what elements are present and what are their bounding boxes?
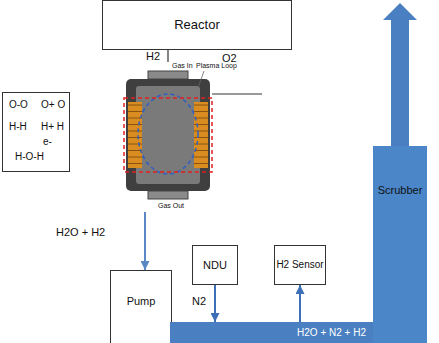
exhaust-pipe: H2O + N2 + H2 — [170, 322, 374, 343]
species-box-text: O+ O — [41, 99, 65, 110]
scrubber-box-text: Scrubber — [378, 184, 423, 197]
reactor-box: Reactor — [102, 0, 292, 50]
plasma-device: Gas InPlasma LoopGas Out — [118, 62, 218, 212]
species-box: O-O O+ O H-H H+ H e- H-O-H — [2, 92, 70, 172]
exhaust-pipe-text: H2O + N2 + H2 — [297, 327, 366, 339]
flow-label: N2 — [192, 295, 206, 307]
flow-connector — [144, 212, 146, 270]
flow-label: H2O + H2 — [56, 226, 105, 238]
scrubber-box: Scrubber — [373, 146, 428, 343]
flow-connector — [299, 285, 301, 322]
flow-connector — [214, 285, 216, 322]
gas-label: O2 — [222, 52, 237, 64]
species-box-text: e- — [43, 136, 52, 147]
flow-connector — [167, 50, 168, 62]
species-box-text: H-O-H — [15, 151, 44, 162]
plasma-device-text: Gas Out — [158, 202, 184, 210]
sensor-box: H2 Sensor — [274, 245, 326, 285]
plasma-device-text: Gas In — [172, 62, 193, 70]
species-box-text: H-H — [9, 121, 27, 132]
flow-label: H2 — [146, 50, 160, 62]
gas-line — [212, 94, 262, 95]
ndu-box-text: NDU — [203, 259, 227, 272]
pump-box: Pump — [110, 270, 172, 343]
ndu-box: NDU — [192, 245, 238, 285]
species-box-text: H+ H — [41, 121, 64, 132]
reactor-box-text: Reactor — [174, 18, 220, 33]
species-box-text: O-O — [9, 99, 28, 110]
sensor-box-text: H2 Sensor — [276, 259, 323, 271]
plasma-device-drawing — [118, 62, 218, 212]
exhaust-arrow — [383, 3, 417, 147]
pump-box-text: Pump — [127, 295, 156, 308]
